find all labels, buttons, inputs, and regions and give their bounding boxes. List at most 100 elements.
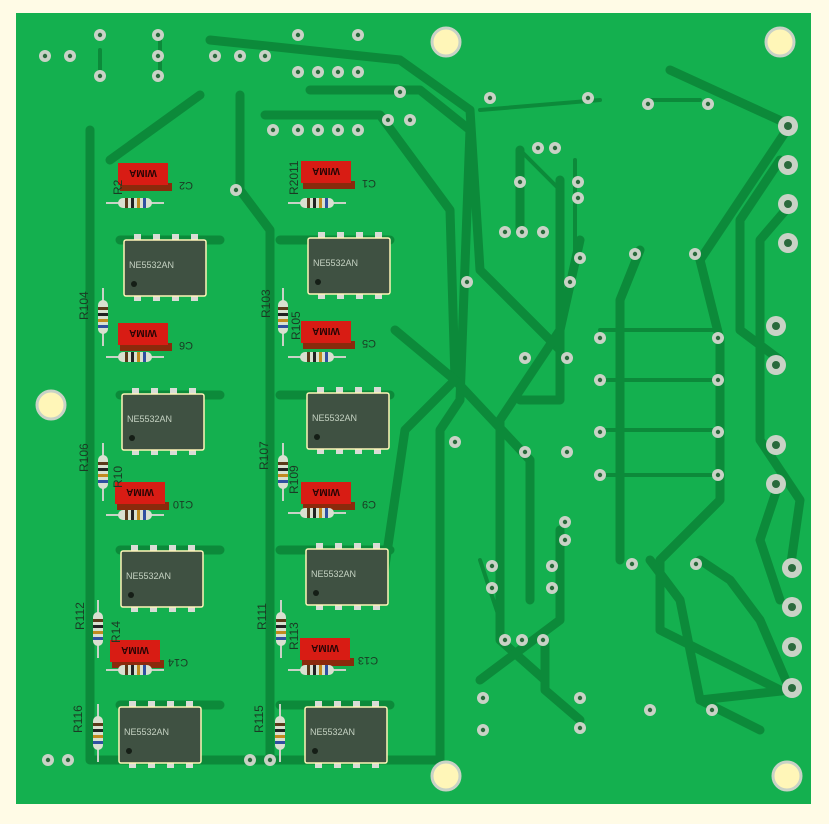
ic-pin xyxy=(375,232,382,240)
resistor-band xyxy=(313,508,316,518)
resistor-band xyxy=(131,665,134,675)
via-hole xyxy=(597,377,603,383)
resistor-band xyxy=(93,741,103,744)
via-hole xyxy=(577,725,583,731)
via-hole xyxy=(237,53,243,59)
resistor-body xyxy=(300,665,334,675)
ic-pin xyxy=(148,701,155,709)
resistor-ref: R111 xyxy=(255,603,269,630)
via-hole xyxy=(295,32,301,38)
mount-hole xyxy=(430,760,462,792)
ic-pin xyxy=(172,293,179,301)
resistor-body xyxy=(276,612,286,646)
resistor-band xyxy=(276,637,286,640)
mount-hole xyxy=(35,389,67,421)
cap-marking: WIMA xyxy=(126,486,154,497)
resistor-band xyxy=(131,198,134,208)
resistor-band xyxy=(319,198,322,208)
via-hole xyxy=(549,563,555,569)
via-hole xyxy=(562,519,568,525)
via-hole xyxy=(540,637,546,643)
via-hole xyxy=(715,377,721,383)
ic-pin xyxy=(354,602,361,610)
ic-pin xyxy=(129,760,136,768)
ic-pin xyxy=(169,604,176,612)
via-hole xyxy=(262,53,268,59)
resistor-band xyxy=(98,313,108,316)
ic-pin xyxy=(372,760,379,768)
via-hole xyxy=(270,127,276,133)
via-hole xyxy=(552,145,558,151)
via-hole xyxy=(564,449,570,455)
ic-pin xyxy=(374,446,381,454)
ic-pin xyxy=(189,388,196,396)
via-hole xyxy=(629,561,635,567)
ic-pin xyxy=(336,387,343,395)
resistor-band xyxy=(276,631,286,634)
ic-pin xyxy=(355,387,362,395)
ic-pin xyxy=(317,446,324,454)
connector-hole xyxy=(784,200,792,208)
resistor-band xyxy=(143,198,146,208)
ic-pin xyxy=(318,291,325,299)
resistor-band xyxy=(278,307,288,310)
resistor-body xyxy=(300,508,334,518)
ic-pin xyxy=(356,232,363,240)
ic-pin1-dot xyxy=(313,590,319,596)
ic-pin xyxy=(315,701,322,709)
via-hole xyxy=(480,727,486,733)
resistor-band xyxy=(93,735,103,738)
ic-pin xyxy=(316,602,323,610)
connector-hole xyxy=(784,122,792,130)
ic-pin xyxy=(191,234,198,242)
ic-pin xyxy=(335,602,342,610)
ic-pin xyxy=(153,234,160,242)
resistor-band xyxy=(125,352,128,362)
resistor-band xyxy=(276,625,286,628)
via-hole xyxy=(385,117,391,123)
resistor-band xyxy=(98,462,108,465)
resistor-band xyxy=(275,723,285,726)
ic-label: NE5532AN xyxy=(312,413,357,423)
via-hole xyxy=(397,89,403,95)
ic-chip: NE5532AN xyxy=(118,701,202,768)
resistor-ref: R2011 xyxy=(287,160,301,195)
resistor xyxy=(278,288,288,346)
connector-hole xyxy=(784,239,792,247)
ic-pin xyxy=(353,701,360,709)
ic-chip: NE5532AN xyxy=(305,543,389,610)
ic-pin xyxy=(373,543,380,551)
resistor-body xyxy=(118,510,152,520)
resistor-band xyxy=(131,352,134,362)
resistor-band xyxy=(137,198,140,208)
via-hole xyxy=(212,53,218,59)
mount-hole xyxy=(430,26,462,58)
ic-pin xyxy=(189,447,196,455)
resistor-ref: R115 xyxy=(252,705,266,733)
via-hole xyxy=(715,335,721,341)
cap-base xyxy=(120,183,172,191)
resistor-ref: R113 xyxy=(287,622,301,650)
connector-hole xyxy=(772,361,780,369)
cap-base xyxy=(303,341,355,349)
resistor-band xyxy=(125,665,128,675)
resistor-band xyxy=(313,665,316,675)
ic-pin xyxy=(131,604,138,612)
ic-pin1-dot xyxy=(129,435,135,441)
ic-chip: NE5532AN xyxy=(121,388,205,455)
cap-ref: C6 xyxy=(179,339,193,351)
resistor xyxy=(98,443,108,501)
ic-pin xyxy=(372,701,379,709)
ic-pin1-dot xyxy=(131,281,137,287)
resistor-band xyxy=(98,307,108,310)
resistor-band xyxy=(137,510,140,520)
via-hole xyxy=(355,69,361,75)
via-hole xyxy=(247,757,253,763)
resistor-band xyxy=(125,198,128,208)
resistor xyxy=(278,443,288,501)
